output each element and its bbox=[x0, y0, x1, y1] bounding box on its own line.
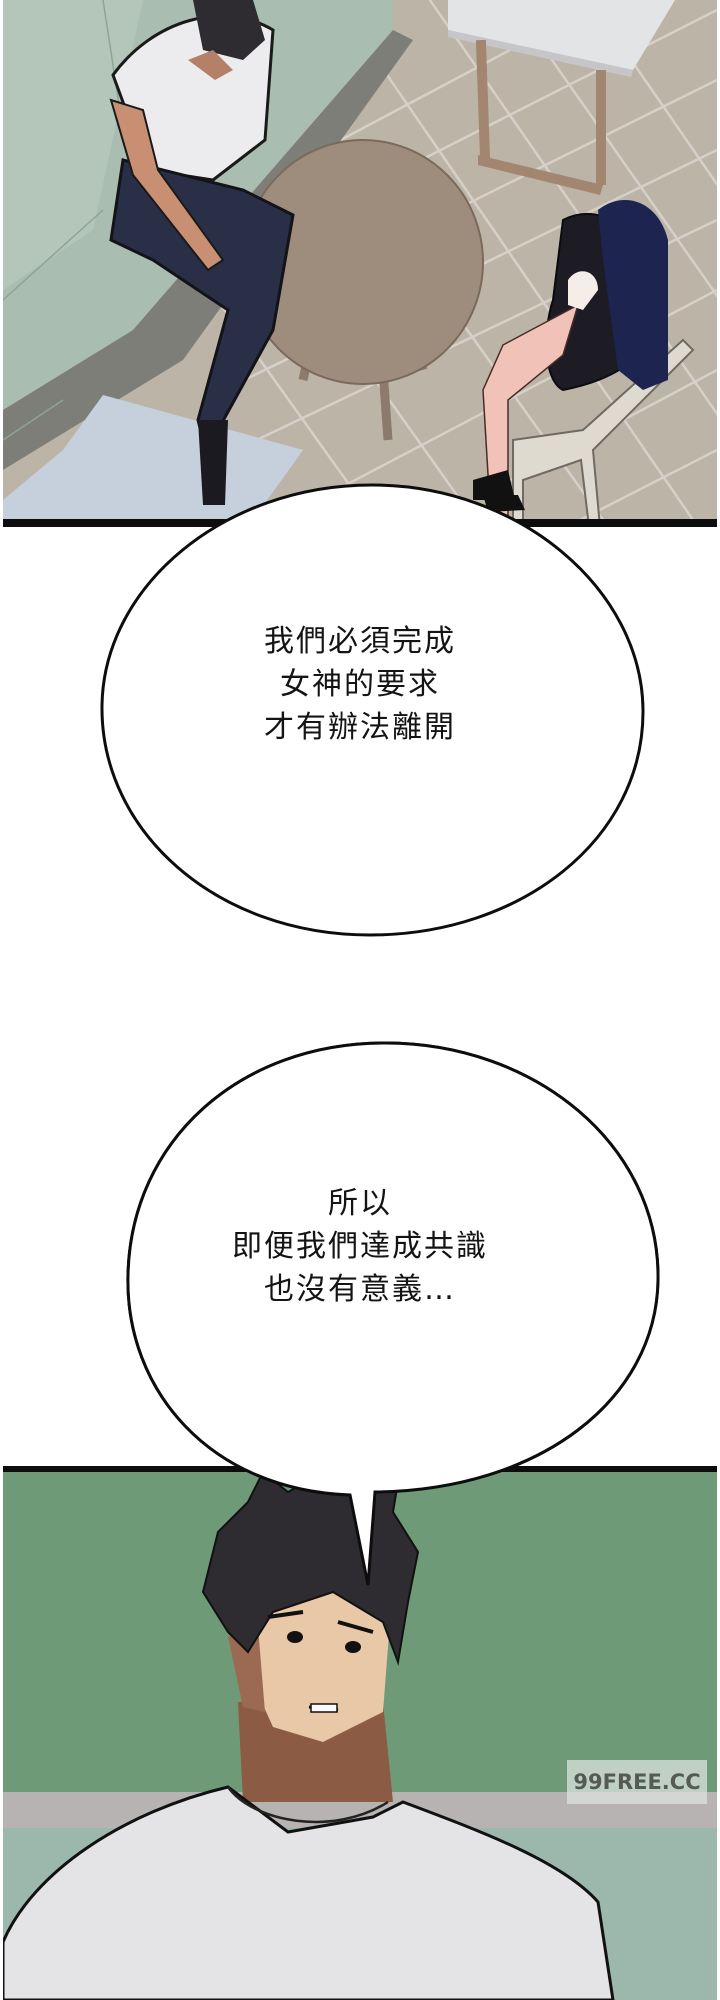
bubble-2-text: 所以 即便我們達成共識 也沒有意義… bbox=[0, 1182, 720, 1311]
cafe-scene-illustration bbox=[3, 0, 717, 520]
bubble-1-text: 我們必須完成 女神的要求 才有辦法離開 bbox=[0, 620, 720, 749]
watermark: 99FREE.CC bbox=[567, 1760, 707, 1804]
bubble-2-line-1: 所以 bbox=[328, 1186, 392, 1221]
man-portrait-illustration bbox=[3, 1472, 717, 2000]
comic-panel-2: 99FREE.CC bbox=[3, 1472, 717, 2000]
comic-panel-1 bbox=[3, 0, 717, 520]
bubble-1-line-2: 女神的要求 bbox=[280, 667, 440, 702]
bubble-2-line-2: 即便我們達成共識 bbox=[232, 1229, 488, 1264]
bubble-2-line-3: 也沒有意義… bbox=[264, 1272, 456, 1307]
speech-bubble-1 bbox=[100, 483, 645, 937]
bubble-1-line-3: 才有辦法離開 bbox=[264, 710, 456, 745]
seated-man bbox=[109, 0, 295, 505]
bubble-1-line-1: 我們必須完成 bbox=[264, 624, 456, 659]
seated-woman bbox=[473, 200, 695, 520]
